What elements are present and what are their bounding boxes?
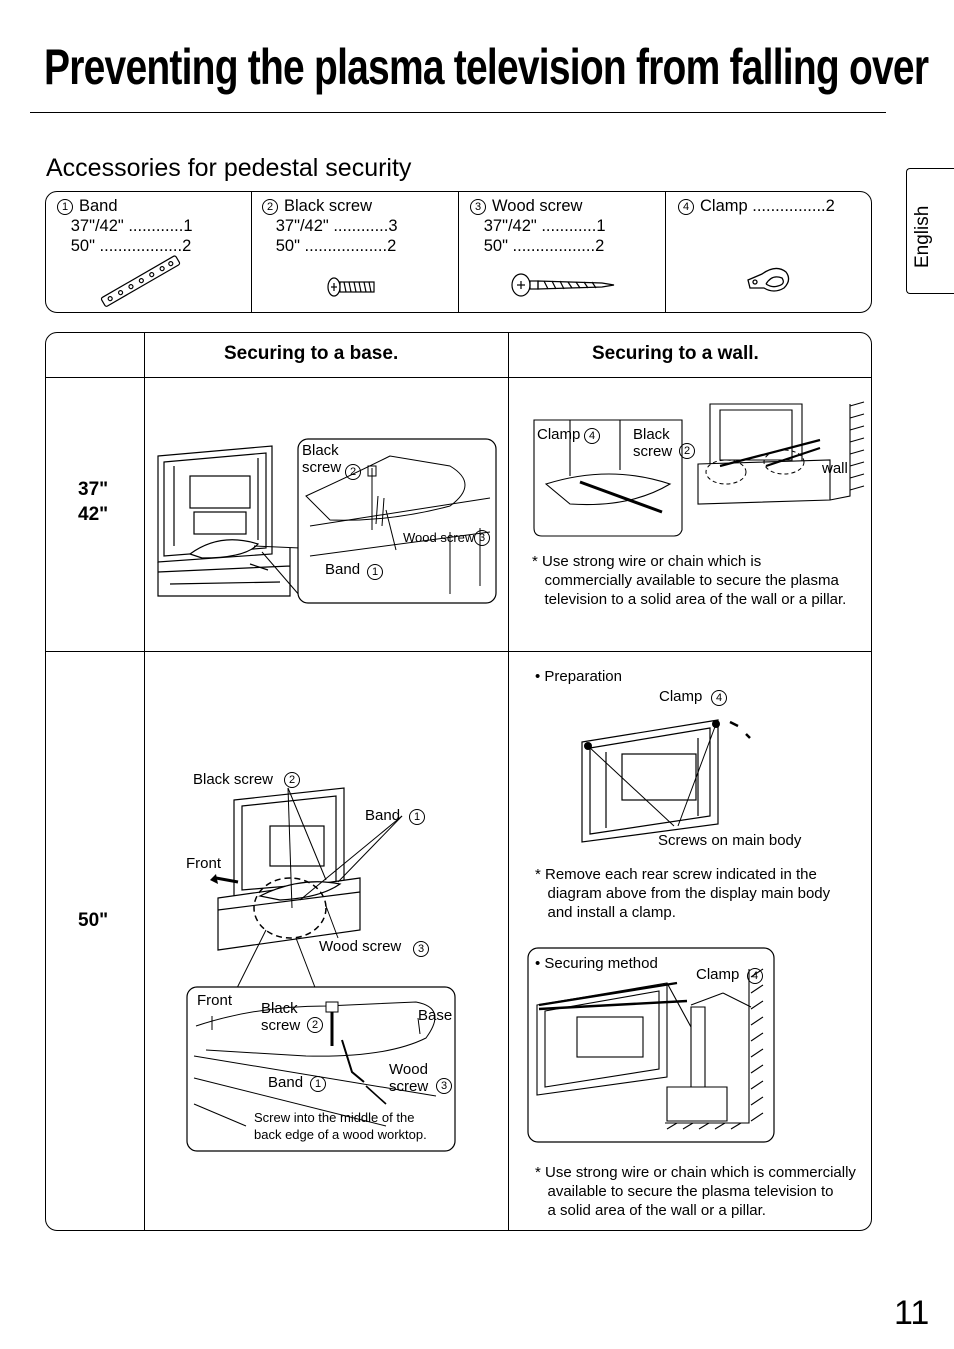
accessories-divider [458, 191, 459, 313]
accessory-text: Black screw 37"/42" ............3 50" ..… [275, 197, 398, 255]
callout-1: 1 [367, 564, 383, 580]
label-black-screw: Black screw [302, 442, 342, 476]
label-band: Band [325, 561, 361, 578]
callout-2: 2 [284, 772, 300, 788]
callout-2: 2 [345, 464, 361, 480]
wood-screw-icon [511, 273, 615, 297]
accessories-divider [665, 191, 666, 313]
label-wall: wall [822, 460, 848, 477]
accessory-item-clamp: 4 Clamp ................2 [678, 196, 835, 216]
callout-3: 3 [413, 941, 429, 957]
securing-method-label: • Securing method [535, 955, 658, 972]
title-divider [30, 112, 886, 113]
accessory-text: Band 37"/42" ............1 50" .........… [70, 197, 193, 255]
callout-2: 2 [679, 443, 695, 459]
table-header-divider [45, 377, 872, 378]
tv-wall-illustration [533, 401, 865, 537]
callout-4: 4 [747, 968, 763, 984]
label-front: Front [197, 992, 233, 1009]
callout-1: 1 [409, 809, 425, 825]
label-clamp: Clamp [537, 426, 581, 443]
item-number: 4 [678, 199, 694, 215]
accessory-text: Wood screw 37"/42" ............1 50" ...… [483, 197, 606, 255]
accessory-text: Clamp ................2 [700, 197, 835, 215]
tv-on-base-illustration [157, 438, 497, 604]
securing-method-inset [527, 947, 775, 1143]
base-detail-inset [186, 986, 456, 1152]
item-number: 3 [470, 199, 486, 215]
accessories-heading: Accessories for pedestal security [46, 154, 412, 182]
label-black-screw: Black screw [261, 1000, 301, 1034]
column-header-base: Securing to a base. [224, 343, 399, 364]
clamp-icon [747, 267, 790, 292]
securing-table [45, 332, 872, 1231]
label-black-screw: Black screw [633, 426, 673, 460]
page-title: Preventing the plasma television from fa… [44, 39, 929, 95]
tv-50-base-illustration [210, 787, 361, 951]
label-base: Base [418, 1007, 453, 1024]
callout-3: 3 [474, 530, 490, 546]
label-clamp: Clamp [659, 688, 703, 705]
label-wood-screw: Wood screw [389, 1061, 429, 1095]
page-number: 11 [894, 1294, 930, 1332]
callout-4: 4 [711, 690, 727, 706]
table-column-divider [508, 332, 509, 1231]
tv-back-preparation-illustration [581, 719, 751, 843]
item-number: 1 [57, 199, 73, 215]
language-tab [906, 168, 954, 294]
label-clamp: Clamp [696, 966, 740, 983]
callout-4: 4 [584, 428, 600, 444]
row-header-50: 50" [78, 910, 109, 931]
worktop-note: Screw into the middle of the back edge o… [254, 1110, 427, 1142]
label-front: Front [186, 855, 222, 872]
black-screw-icon [327, 277, 375, 297]
label-screws-main-body: Screws on main body [658, 832, 802, 849]
label-black-screw: Black screw [193, 771, 274, 788]
note-wall-37-42: * Use strong wire or chain which is comm… [532, 553, 847, 608]
label-band: Band [268, 1074, 304, 1091]
column-header-wall: Securing to a wall. [592, 343, 759, 364]
note-remove-screw: * Remove each rear screw indicated in th… [535, 866, 831, 921]
callout-1: 1 [310, 1076, 326, 1092]
callout-3: 3 [436, 1078, 452, 1094]
label-wood-screw: Wood screw [319, 938, 402, 955]
callout-2: 2 [307, 1017, 323, 1033]
preparation-label: • Preparation [535, 668, 622, 685]
label-wood-screw: Wood screw [403, 530, 475, 545]
note-wall-50: * Use strong wire or chain which is comm… [535, 1164, 856, 1219]
item-number: 2 [262, 199, 278, 215]
label-band: Band [365, 807, 401, 824]
accessories-divider [251, 191, 252, 313]
table-row-divider [45, 651, 872, 652]
band-icon [100, 255, 181, 307]
table-column-divider [144, 332, 145, 1231]
row-header-37-42: 37" 42" [78, 479, 109, 525]
